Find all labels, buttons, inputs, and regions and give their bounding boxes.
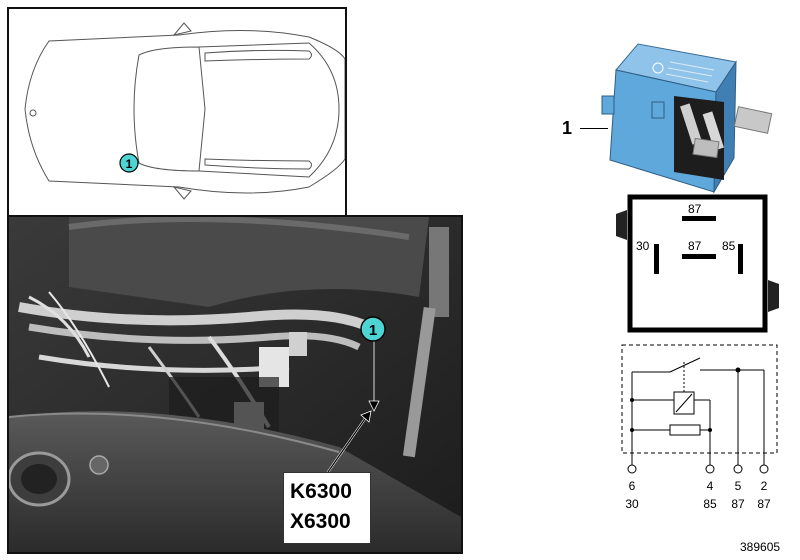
car-location-panel: 1 [7,7,347,217]
relay-circuit-schematic: 6 30 4 85 5 87 2 87 [621,344,778,511]
relay-code-label: K6300 [290,480,352,503]
pin-label-30: 30 [636,239,650,253]
pin-label-87-top: 87 [688,202,702,216]
terminal-name-2: 85 [703,497,717,511]
pin-85 [738,244,743,274]
terminal-num-2: 4 [707,479,714,493]
car-callout-marker: 1 [119,153,139,173]
connector-code-label: X6300 [290,510,351,533]
terminal-num-1: 6 [629,479,636,493]
document-id: 389605 [740,540,781,554]
pin-label-87-center: 87 [688,239,702,253]
pin-label-85: 85 [722,239,736,253]
pin-30 [654,244,659,274]
connector-label-box: K6300 X6300 [283,472,371,544]
car-callout-number: 1 [126,157,133,171]
terminal-num-4: 2 [761,479,768,493]
terminal-name-4: 87 [757,497,771,511]
engine-bay-illustration: 1 [9,217,461,552]
photo-callout-number: 1 [369,322,377,339]
part-number-callout: 1 [562,118,573,138]
relay-picture [601,43,773,194]
pin-87-top [682,216,716,221]
pin-87-center [682,254,716,259]
terminal-name-3: 87 [731,497,745,511]
relay-pinout-diagram: 87 30 87 85 [616,194,779,333]
engine-bay-photo: 1 K6300 X6300 [7,215,463,554]
photo-callout-marker: 1 [360,316,386,342]
terminal-name-1: 30 [625,497,639,511]
terminal-num-3: 5 [735,479,742,493]
part-leader-line [580,128,608,129]
car-outline-drawing: 1 [24,22,345,200]
